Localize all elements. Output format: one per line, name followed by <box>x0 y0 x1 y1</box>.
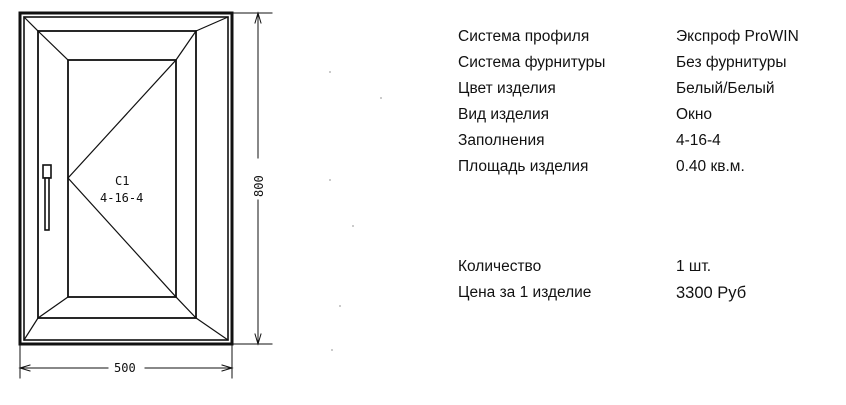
spec-label: Цвет изделия <box>458 80 556 97</box>
spec-label: Система фурнитуры <box>458 54 606 71</box>
bevel-line <box>175 296 197 319</box>
opening-line <box>67 177 177 298</box>
width-dimension <box>18 345 234 379</box>
order-label: Цена за 1 изделие <box>458 284 592 301</box>
spec-label: Заполнения <box>458 132 545 149</box>
spec-value: Белый/Белый <box>676 80 775 97</box>
spec-value: Без фурнитуры <box>676 54 787 71</box>
sash-label: C1 <box>115 174 129 188</box>
outer-frame-inner-edge <box>23 16 229 341</box>
spec-value: Экспроф ProWIN <box>676 28 799 45</box>
spec-label: Площадь изделия <box>458 158 589 175</box>
outer-frame <box>18 11 234 346</box>
bevel-line <box>23 317 39 341</box>
bevel-line <box>37 296 69 319</box>
spec-label: Вид изделия <box>458 106 550 123</box>
height-dimension <box>233 11 273 346</box>
glazing-label: 4-16-4 <box>100 191 143 205</box>
bevel-line <box>195 16 229 32</box>
bevel-line <box>37 30 69 61</box>
bevel-line <box>195 317 229 341</box>
price-value: 3300 Руб <box>676 284 747 302</box>
height-label: 800 <box>252 175 266 197</box>
spec-value: 0.40 кв.м. <box>676 158 745 175</box>
width-label: 500 <box>114 361 136 375</box>
scan-noise <box>329 71 382 351</box>
spec-value: 4-16-4 <box>676 132 721 149</box>
sash-frame <box>37 30 197 319</box>
spec-label: Система профиля <box>458 28 590 45</box>
opening-line <box>67 59 177 179</box>
handle-icon <box>42 164 52 231</box>
bevel-line <box>175 30 197 61</box>
order-value: 1 шт. <box>676 258 712 275</box>
bevel-line <box>23 16 39 32</box>
spec-value: Окно <box>676 106 713 123</box>
order-label: Количество <box>458 258 542 275</box>
